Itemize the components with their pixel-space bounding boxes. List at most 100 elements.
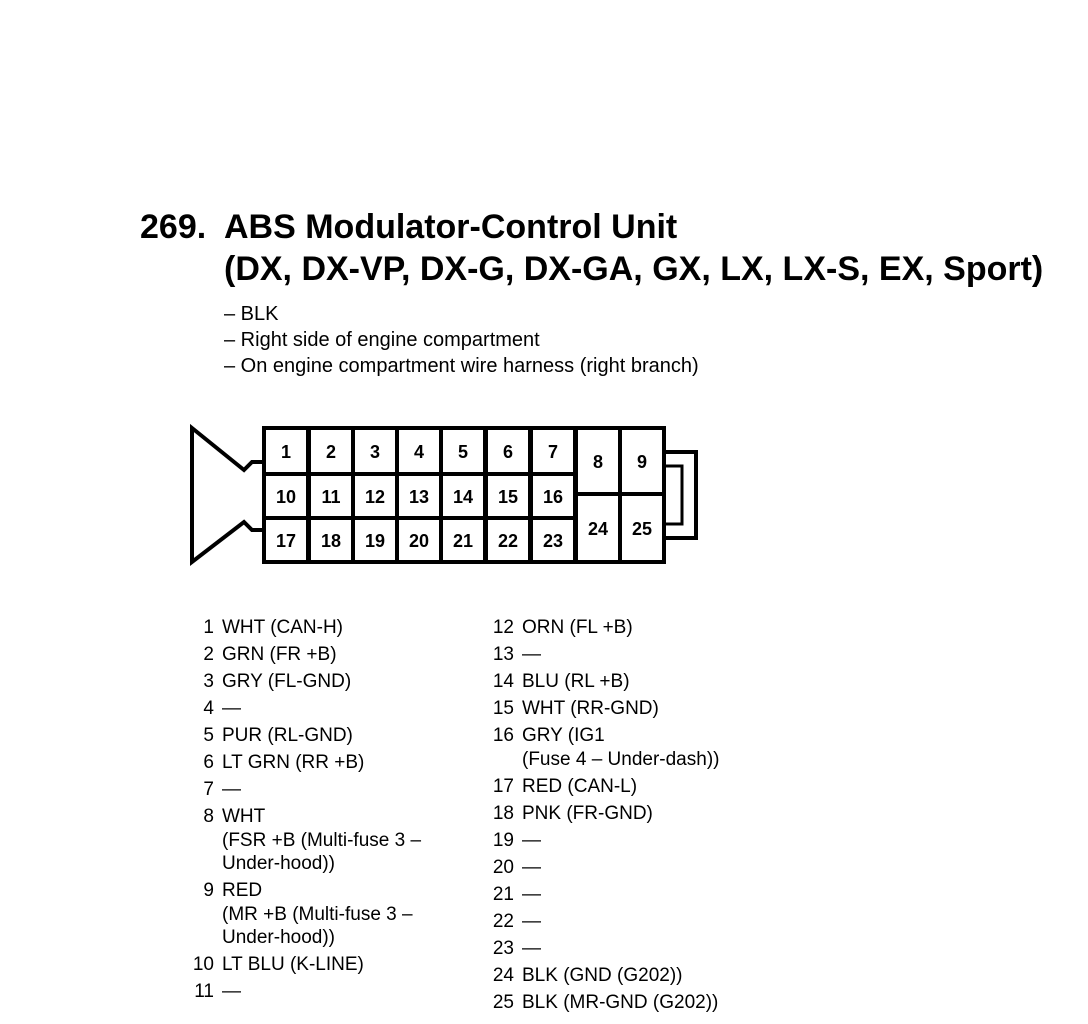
pin-entry-description: —: [522, 910, 541, 932]
pin-entry: 6 LT GRN (RR +B): [190, 751, 460, 775]
pin-entry: 14 BLU (RL +B): [490, 670, 790, 694]
pin-number-9: 9: [637, 452, 647, 472]
pin-cavity-18: [307, 516, 355, 564]
pin-entry-number: 7: [203, 779, 214, 800]
pin-entry-description: WHT (CAN-H): [222, 617, 344, 638]
pin-entry: 18 PNK (FR-GND): [490, 802, 790, 826]
pin-cavity-21: [439, 516, 487, 564]
pin-number-7: 7: [548, 442, 558, 462]
pin-entry: 7—: [190, 778, 460, 802]
pin-cavity-23: [529, 516, 577, 564]
pin-cavity-20: [395, 516, 443, 564]
pin-entry: 4—: [190, 697, 460, 721]
pin-number-16: 16: [543, 487, 563, 507]
pin-entry-description: LT GRN (RR +B): [222, 752, 365, 773]
pin-number-6: 6: [503, 442, 513, 462]
pin-number-17: 17: [276, 531, 296, 551]
pin-entry-description: GRN (FR +B): [222, 644, 337, 665]
pin-cavity-24: [574, 492, 622, 564]
pin-number-5: 5: [458, 442, 468, 462]
connector-color-info: – BLK: [224, 303, 279, 325]
pin-entry-description: GRY (IG1 (Fuse 4 – Under-dash)): [522, 725, 720, 770]
pin-entry-description: WHT (FSR +B (Multi-fuse 3 – Under-hood)): [222, 806, 422, 874]
pin-number-2: 2: [326, 442, 336, 462]
pin-number-24: 24: [588, 519, 608, 539]
pin-entry: 15 WHT (RR-GND): [490, 697, 790, 721]
pin-number-4: 4: [414, 442, 424, 462]
pin-number-15: 15: [498, 487, 518, 507]
pin-number-21: 21: [453, 531, 473, 551]
pin-entry-number: 19: [492, 829, 514, 851]
pin-entry-number: 1: [203, 617, 214, 638]
pin-entry-number: 24: [492, 964, 514, 986]
pin-entry-number: 21: [492, 883, 514, 905]
diagram-subtitle: (DX, DX-VP, DX-G, DX-GA, GX, LX, LX-S, E…: [224, 250, 1044, 288]
pin-entry: 13 —: [490, 643, 790, 667]
pin-entry-number: 10: [192, 954, 214, 975]
pin-entry-description: —: [522, 856, 541, 878]
pin-entry: 5 PUR (RL-GND): [190, 724, 460, 748]
pin-entry-number: 20: [492, 856, 514, 878]
pin-entry-number: 18: [492, 802, 514, 824]
pin-entry-number: 13: [492, 644, 514, 665]
pin-entry-number: 14: [492, 671, 514, 692]
pin-number-3: 3: [370, 442, 380, 462]
pin-entry-number: 16: [492, 725, 514, 746]
pin-number-19: 19: [365, 531, 385, 551]
pin-entry-number: 22: [492, 910, 514, 932]
pin-entry-number: 9: [203, 880, 214, 901]
pin-entry-number: 15: [492, 698, 514, 719]
pin-number-18: 18: [321, 531, 341, 551]
pin-cavity-10: [262, 472, 310, 520]
diagram-title: ABS Modulator-Control Unit: [224, 208, 678, 246]
pin-entry-description: —: [522, 644, 541, 665]
pin-entry-description: —: [522, 883, 541, 905]
pin-entry-description: PUR (RL-GND): [222, 725, 353, 746]
pin-number-11: 11: [321, 487, 340, 507]
pin-cavity-7: [529, 426, 577, 476]
pin-entry: 20 —: [490, 856, 790, 880]
pin-number-8: 8: [593, 452, 603, 472]
pin-entry: 23 —: [490, 937, 790, 961]
pin-entry-number: 23: [492, 937, 514, 959]
pin-entry-description: —: [522, 937, 541, 959]
pin-entry: 22 —: [490, 910, 790, 934]
pin-entry: 16 GRY (IG1 (Fuse 4 – Under-dash)): [490, 724, 790, 771]
pin-number-25: 25: [632, 519, 652, 539]
pin-number-20: 20: [409, 531, 429, 551]
pin-entry-number: 4: [203, 698, 214, 719]
pin-number-13: 13: [409, 487, 429, 507]
pin-cavity-3: [351, 426, 399, 476]
pin-entry: 10 LT BLU (K-LINE): [190, 953, 460, 977]
pin-number-1: 1: [281, 442, 291, 462]
pin-entry: 11—: [190, 980, 460, 1004]
pin-entry-description: WHT (RR-GND): [522, 698, 659, 719]
pin-number-22: 22: [498, 531, 518, 551]
pin-entry-description: PNK (FR-GND): [522, 802, 653, 824]
pin-entry-description: BLU (RL +B): [522, 671, 630, 692]
pin-entry-description: GRY (FL-GND): [222, 671, 352, 692]
connector-tab: [664, 450, 698, 540]
pin-entry-number: 5: [203, 725, 214, 746]
pin-entry-number: 6: [203, 752, 214, 773]
pin-entry-number: 2: [203, 644, 214, 665]
pin-number-12: 12: [365, 487, 385, 507]
pin-entry: 2 GRN (FR +B): [190, 643, 460, 667]
pin-entry-number: 12: [492, 617, 514, 638]
pin-cavity-25: [618, 492, 666, 564]
pin-entry-description: BLK (MR-GND (G202)): [522, 991, 719, 1013]
pin-entry-description: LT BLU (K-LINE): [222, 954, 364, 975]
pin-entry-number: 11: [194, 981, 214, 1002]
pin-entry: 21 —: [490, 883, 790, 907]
connector-location-info: – Right side of engine compartment: [224, 329, 540, 351]
pin-cavity-11: [307, 472, 355, 520]
pin-entry-number: 17: [492, 775, 514, 797]
